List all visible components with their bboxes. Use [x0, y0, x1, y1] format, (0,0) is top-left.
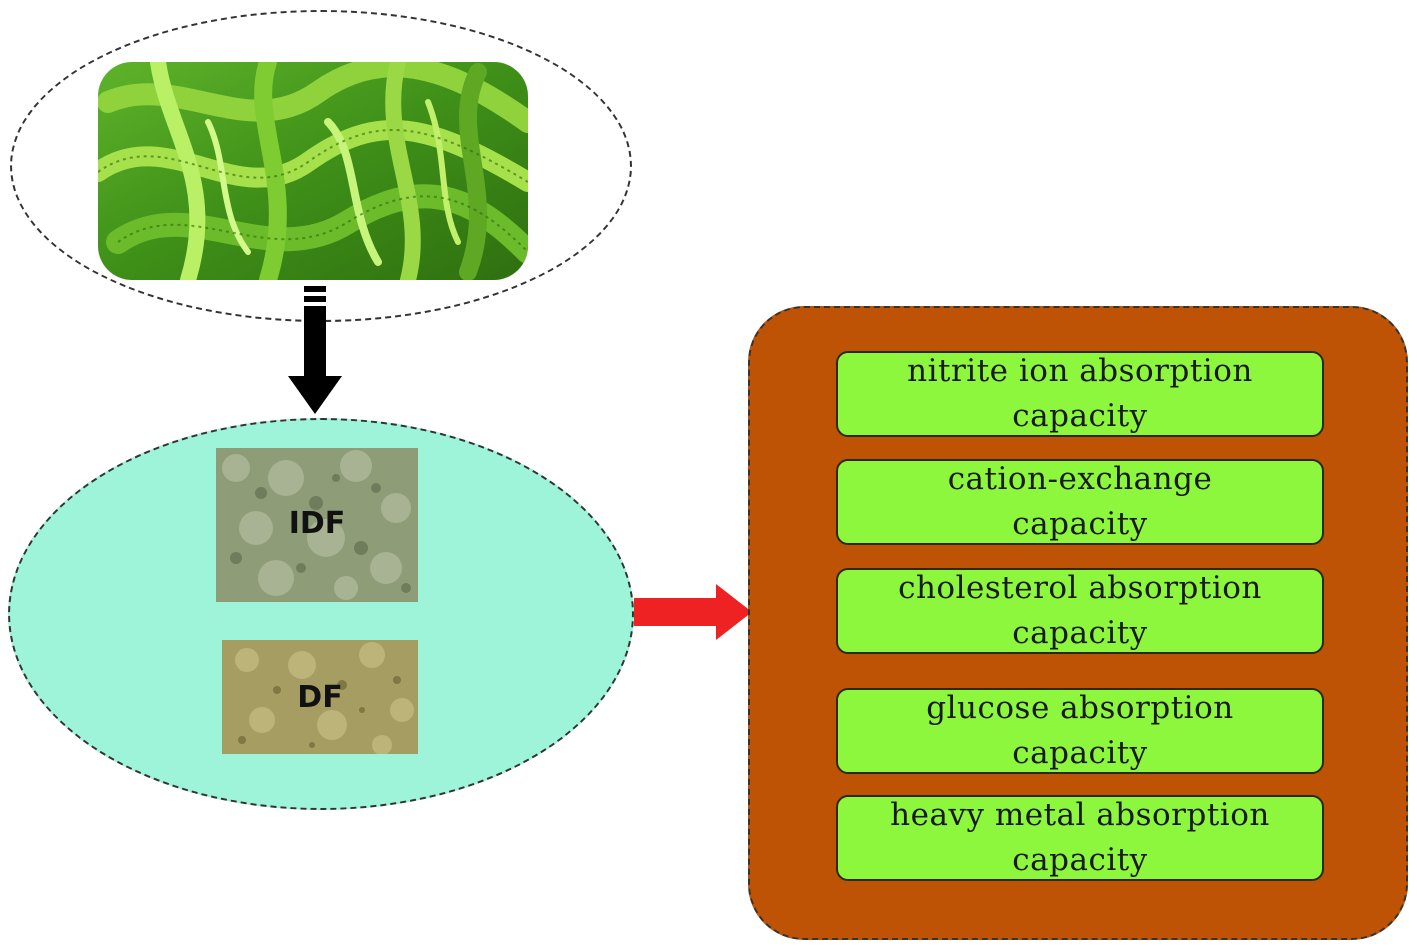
- property-line1: nitrite ion absorption: [907, 353, 1253, 389]
- property-line2: capacity: [1012, 735, 1148, 771]
- property-line2: capacity: [1012, 398, 1148, 434]
- property-box-cholesterol: cholesterol absorption capacity: [836, 568, 1324, 654]
- property-line1: glucose absorption: [926, 690, 1234, 726]
- down-arrow: [288, 286, 342, 414]
- idf-powder-image: IDF: [216, 448, 418, 602]
- property-line2: capacity: [1012, 506, 1148, 542]
- right-arrow: [634, 584, 752, 640]
- property-line1: heavy metal absorption: [890, 797, 1270, 833]
- property-line2: capacity: [1012, 615, 1148, 651]
- property-line1: cation-exchange: [947, 461, 1213, 497]
- df-powder-image: DF: [222, 640, 418, 754]
- df-label: DF: [297, 680, 343, 715]
- aloe-leaves-image: [98, 62, 528, 280]
- property-box-glucose: glucose absorption capacity: [836, 688, 1324, 774]
- property-line1: cholesterol absorption: [898, 570, 1262, 606]
- property-line2: capacity: [1012, 842, 1148, 878]
- property-box-cation-exchange: cation-exchange capacity: [836, 459, 1324, 545]
- property-box-nitrite: nitrite ion absorption capacity: [836, 351, 1324, 437]
- property-box-heavy-metal: heavy metal absorption capacity: [836, 795, 1324, 881]
- idf-label: IDF: [288, 506, 346, 541]
